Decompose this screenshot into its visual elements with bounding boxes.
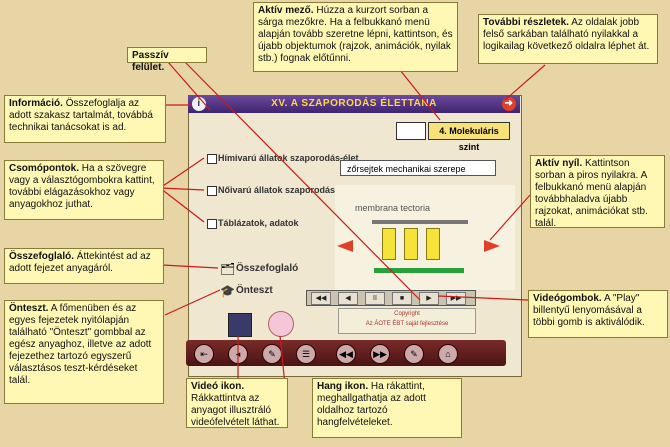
menu-item-male[interactable]: Hímivarú állatok szaporodás-élet — [218, 153, 359, 163]
node-checkbox-3[interactable] — [207, 219, 217, 229]
note-sound-icon: Hang ikon. Ha rákattint, meghallgathatja… — [312, 378, 462, 438]
hair-cell-3[interactable] — [426, 228, 440, 260]
basilar-membrane — [374, 268, 464, 273]
note-info: Információ. Összefoglalja az adott szaka… — [4, 95, 166, 143]
fast-forward-button[interactable]: ▶▶ — [446, 292, 466, 305]
nav-button-notes[interactable]: ✎ — [404, 344, 424, 364]
popup-menu[interactable]: zőrsejtek mechanikai szerepe — [340, 160, 496, 176]
note-active-field: Aktív mező. Húzza a kurzort sorban a sár… — [253, 2, 458, 72]
nav-button-next[interactable]: ▶▶ — [370, 344, 390, 364]
hair-cell-2[interactable] — [404, 228, 418, 260]
summary-icon[interactable]: 🗂 — [220, 262, 236, 276]
play-button[interactable]: ▶ — [419, 292, 439, 305]
info-icon[interactable]: i — [192, 97, 206, 111]
level-badge[interactable]: 4. Molekuláris szint — [428, 122, 510, 152]
copyright-box: Copyright Az ÁOTE ÉBT saját fejlesztése — [338, 308, 476, 334]
rewind-button[interactable]: ◀◀ — [311, 292, 331, 305]
pause-button[interactable]: II — [365, 292, 385, 305]
copyright-line-2: Az ÁOTE ÉBT saját fejlesztése — [365, 321, 449, 327]
stop-button[interactable]: ■ — [392, 292, 412, 305]
summary-link[interactable]: Összefoglaló — [236, 263, 299, 274]
nav-button-prev[interactable]: ◀◀ — [336, 344, 356, 364]
nav-button-first[interactable]: ⇤ — [194, 344, 214, 364]
note-active-arrow: Aktív nyíl. Kattintson sorban a piros ny… — [530, 155, 665, 229]
test-icon[interactable]: 🎓 — [220, 284, 235, 298]
menu-item-female[interactable]: Nőivarú állatok szaporodás-élet — [218, 185, 354, 195]
test-link[interactable]: Önteszt — [236, 285, 273, 296]
note-passive: Passzív felület. — [127, 47, 207, 73]
video-controls: ◀◀ ◀ II ■ ▶ ▶▶ — [306, 290, 476, 306]
next-page-arrow-icon[interactable]: ➜ — [502, 97, 516, 111]
copyright-line-1: Copyright — [394, 311, 420, 317]
node-checkbox-1[interactable] — [207, 154, 217, 164]
page-field — [396, 122, 426, 140]
menu-item-tables[interactable]: Táblázatok, adatok — [218, 218, 299, 228]
note-details: További részletek. Az oldalak jobb felső… — [478, 14, 658, 64]
note-nodes: Csomópontok. Ha a szövegre vagy a válasz… — [4, 160, 164, 220]
note-summary: Összefoglaló. Áttekintést ad az adott fe… — [4, 248, 164, 284]
membrane-label: membrana tectoria — [355, 203, 431, 213]
nav-button-menu[interactable]: ☰ — [296, 344, 316, 364]
membrane-line — [372, 220, 468, 224]
hair-cell-1[interactable] — [382, 228, 396, 260]
nav-button-home[interactable]: ⌂ — [438, 344, 458, 364]
video-icon[interactable] — [228, 313, 252, 337]
chapter-title: XV. A SZAPORODÁS ÉLETTANA — [271, 98, 437, 109]
note-video-buttons: Videógombok. A "Play" billentyű lenyomás… — [528, 290, 668, 338]
red-arrow-right-icon[interactable] — [484, 240, 500, 252]
red-arrow-left-icon[interactable] — [337, 240, 353, 252]
note-video-icon: Videó ikon. Rákkattintva az anyagot illu… — [186, 378, 288, 428]
note-test: Önteszt. A főmenüben és az egyes fejezet… — [4, 300, 164, 404]
navigation-toolbar: ⇤ ◂ ✎ ☰ ◀◀ ▶▶ ✎ ⌂ — [186, 340, 506, 366]
node-checkbox-2[interactable] — [207, 186, 217, 196]
chapter-title-bar: i XV. A SZAPORODÁS ÉLETTANA ➜ — [188, 95, 520, 113]
step-back-button[interactable]: ◀ — [338, 292, 358, 305]
sound-icon[interactable] — [268, 311, 294, 337]
